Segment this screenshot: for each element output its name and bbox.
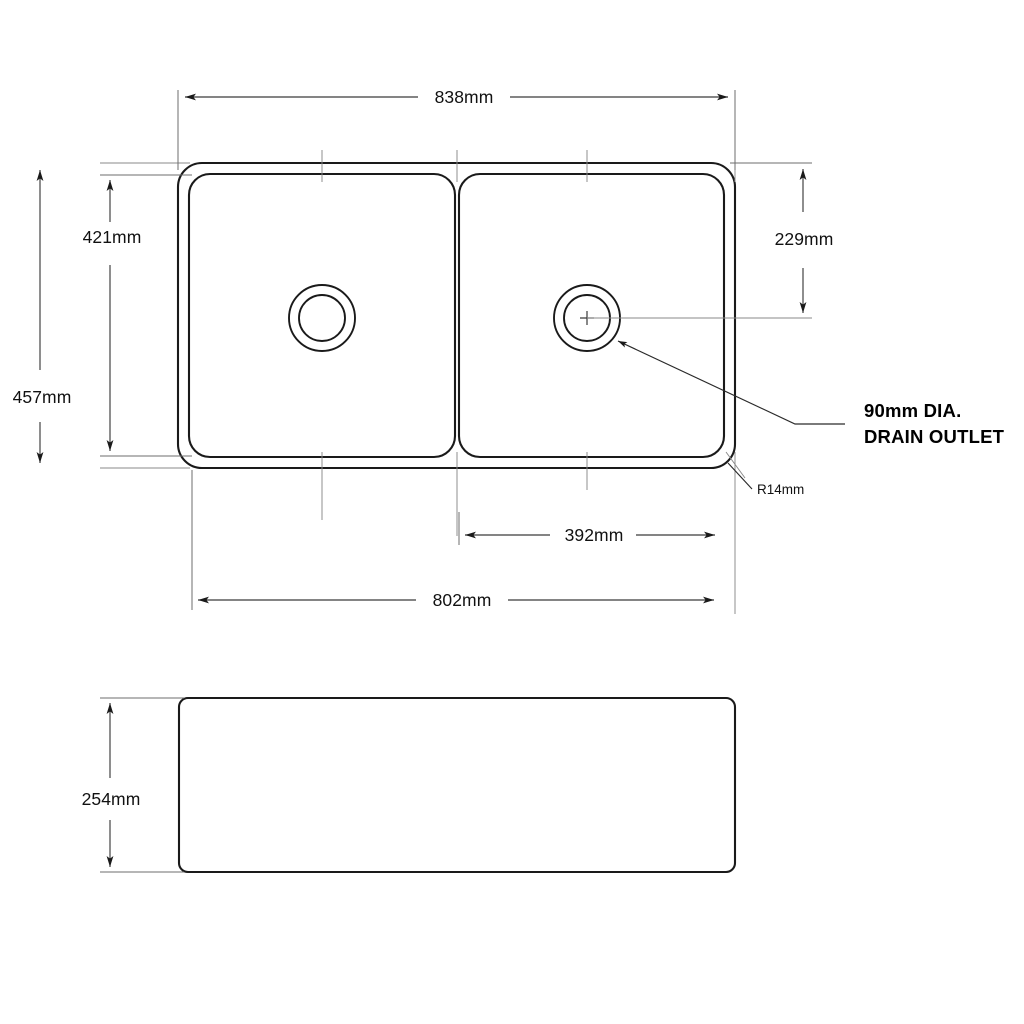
right-bowl-outline xyxy=(457,172,726,459)
dim-label-457: 457mm xyxy=(13,387,72,407)
drain-leader-line xyxy=(617,340,845,425)
dim-label-392: 392mm xyxy=(565,525,624,545)
dimension-overall-width: 838mm xyxy=(185,84,728,108)
dimension-bowl-height: 421mm xyxy=(74,180,150,451)
sink-rim-outline xyxy=(176,161,737,470)
sink-body-elevation-outline xyxy=(177,696,737,874)
dimension-overall-height: 457mm xyxy=(4,170,80,463)
left-drain-inner-ring xyxy=(298,294,346,342)
dimension-drain-from-top: 229mm xyxy=(766,169,842,313)
plan-view-group: 838mm 457mm 421mm xyxy=(4,84,1005,614)
dimension-depth: 254mm xyxy=(72,703,150,867)
dim-label-421: 421mm xyxy=(83,227,142,247)
left-drain-outlet xyxy=(288,284,356,352)
radius-leader-line xyxy=(727,462,753,490)
plan-centerlines xyxy=(100,150,812,614)
left-drain-outer-ring xyxy=(288,284,356,352)
side-elevation-group: 254mm xyxy=(72,696,737,874)
drain-note-line-1: 90mm DIA. xyxy=(864,400,961,421)
drain-note-line-2: DRAIN OUTLET xyxy=(864,426,1005,447)
left-bowl-outline xyxy=(187,172,457,459)
centerline-right-corner xyxy=(725,451,746,479)
dim-label-802: 802mm xyxy=(433,590,492,610)
dim-label-838: 838mm xyxy=(435,87,494,107)
corner-radius-callout: R14mm xyxy=(727,462,804,497)
dim-label-229: 229mm xyxy=(775,229,834,249)
drain-outlet-callout: 90mm DIA. DRAIN OUTLET xyxy=(617,340,1005,447)
dimension-inner-width: 802mm xyxy=(198,587,714,611)
radius-label: R14mm xyxy=(757,482,804,497)
dimension-drain-from-right: 392mm xyxy=(465,522,715,546)
dim-label-254: 254mm xyxy=(82,789,141,809)
